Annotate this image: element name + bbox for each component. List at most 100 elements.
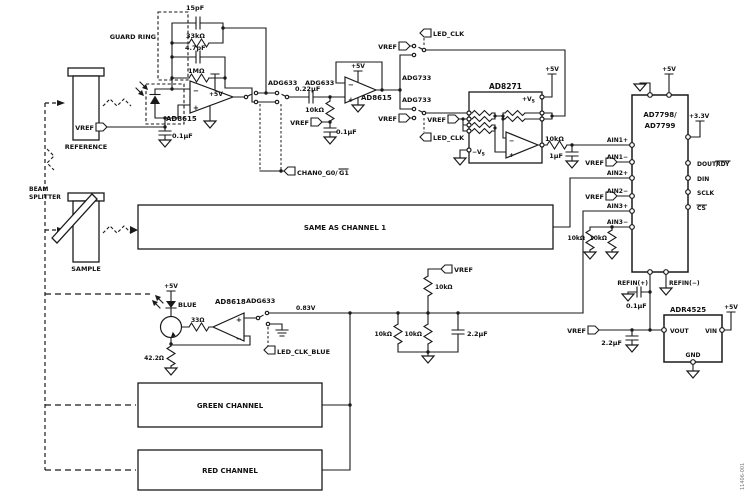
blue-led-icon (166, 301, 176, 308)
channel1-tia: GUARD RING 15pF 33kΩ 4.7pF 1MΩ ADG633 AD… (75, 4, 349, 177)
difference-amp: AD8271 +5V +VS −VS VREF 10kΩ 1µF − + (427, 66, 633, 169)
vref-tag-icon (447, 114, 460, 124)
c15pf-label: 15pF (186, 4, 204, 12)
switch-contact (243, 94, 249, 100)
supply-33-label: +3.3V (689, 113, 710, 120)
light-ray-sample-out (102, 225, 132, 234)
light-path-green-red (45, 404, 136, 471)
beam-splitter-label-1: BEAM (29, 186, 48, 193)
refinm-label: REFIN(−) (669, 280, 700, 287)
opamp-plus: + (236, 316, 242, 324)
adr4525-label: ADR4525 (670, 306, 706, 314)
dout-label: DOUT/ (697, 161, 719, 168)
ground-icon (624, 344, 640, 353)
r33k-label: 33kΩ (186, 32, 205, 40)
ground-icon (350, 104, 366, 113)
supply-label: +5V (164, 283, 178, 290)
light-arrow-channel1 (130, 226, 138, 234)
vref-label: VREF (378, 43, 397, 51)
led-clk-label: LED_CLK (433, 30, 465, 38)
ad8271-label: AD8271 (489, 82, 522, 91)
vin-label: VIN (705, 328, 717, 335)
ad8615b-label: AD8615 (361, 94, 392, 102)
ground-icon (658, 287, 674, 296)
blue-led-driver: +5V BLUE AD8618 ADG633 33Ω 42.2Ω LED_CLK… (144, 264, 584, 471)
led-clk-blue-tag-icon (263, 345, 276, 355)
refinp-label: REFIN(+) (617, 280, 648, 287)
supply-label: +5V (545, 66, 559, 73)
c01-label: 0.1µF (172, 132, 193, 140)
ain3-resistors (584, 229, 618, 251)
vref-tag-icon (605, 191, 618, 201)
green-channel-box (137, 382, 323, 428)
reference-cuvette-cap (67, 67, 105, 77)
ground-icon (564, 160, 580, 169)
beam-splitter-label-2: SPLITTER (29, 194, 61, 201)
ground-icon (202, 120, 218, 129)
c022-label: 0.22µF (295, 85, 320, 93)
r10k-label: 10kΩ (305, 106, 324, 114)
ain1p-label: AIN1+ (607, 137, 628, 144)
vref-tag-icon (95, 122, 108, 132)
guard-ring-label: GUARD RING (110, 33, 156, 41)
ain2m-label: AIN2− (607, 188, 628, 195)
led-clk-tag-icon (419, 132, 432, 142)
r422-label: 42.2Ω (144, 355, 164, 362)
red-channel-label: RED CHANNEL (202, 467, 258, 475)
r10k-out-label: 10kΩ (545, 135, 564, 143)
vs-minus-label: −VS (472, 149, 485, 158)
cs-label: CS (697, 205, 706, 212)
ad8615a-label: AD8615 (166, 115, 197, 123)
ain3p-label: AIN3+ (607, 203, 628, 210)
guard-ring-outline-photodiode (145, 83, 185, 125)
optics: REFERENCE SAMPLE BEAM SPLITTER (29, 67, 150, 471)
ground-icon (620, 293, 636, 302)
chan0-label: CHAN0_G0/ (297, 169, 338, 177)
vref-tag-icon (310, 117, 323, 127)
vref-label: VREF (75, 124, 94, 132)
feedback-resistors (188, 37, 210, 84)
ad8618-label: AD8618 (215, 298, 246, 306)
ground-icon (582, 251, 598, 260)
chan0-label-ov: G1 (339, 169, 349, 177)
bias-resistor (324, 100, 336, 122)
green-red-channels: GREEN CHANNEL RED CHANNEL (137, 382, 323, 491)
light-ray-splitter (46, 148, 55, 171)
light-ray-reference-out (102, 98, 132, 107)
led-opamp (211, 312, 245, 342)
feedback-capacitors (195, 16, 201, 64)
ain1m-label: AIN1− (607, 154, 628, 161)
adc: AD7798/ AD7799 +5V +3.3V AIN1+ AIN1− AIN… (567, 66, 731, 353)
r33-label: 33Ω (191, 317, 204, 324)
light-arrow-reference (57, 100, 65, 106)
ground-icon (163, 367, 179, 376)
tia-opamp (189, 80, 235, 114)
opamp-plus: + (348, 96, 354, 104)
opamp-minus: − (236, 335, 242, 343)
supply-label: +5V (724, 304, 738, 311)
vref-label: VREF (427, 116, 446, 124)
vref-label: VREF (454, 266, 473, 274)
adr4525-box (663, 314, 723, 363)
r10k-div1-label: 10kΩ (375, 331, 392, 338)
vout-label: VOUT (670, 328, 690, 335)
vref-tag-icon (398, 113, 411, 123)
opamp-plus: + (509, 151, 514, 159)
opamp-minus: − (348, 81, 354, 89)
gain-control-dashed (259, 104, 282, 171)
adg733a-label: ADG733 (402, 74, 431, 82)
ground-icon (420, 355, 436, 364)
r10k-label: 10kΩ (590, 235, 607, 242)
buffer-opamp (344, 76, 378, 104)
stage1-bypass-cap (158, 130, 172, 136)
c01-label: 0.1µF (336, 128, 357, 136)
ad8271-opamp (505, 131, 540, 159)
sync-demod-switches: ADG733 ADG733 VREF VREF LED_CLK LED_CLK (378, 28, 566, 142)
chan0-tag-icon (283, 166, 296, 176)
r10k-div2-label: 10kΩ (405, 331, 422, 338)
ad8271-resistors (471, 109, 568, 151)
voltage-reference: ADR4525 VOUT VIN GND +5V (661, 304, 738, 379)
v083-label: 0.83V (296, 305, 316, 312)
blue-led-label: BLUE (178, 301, 197, 309)
